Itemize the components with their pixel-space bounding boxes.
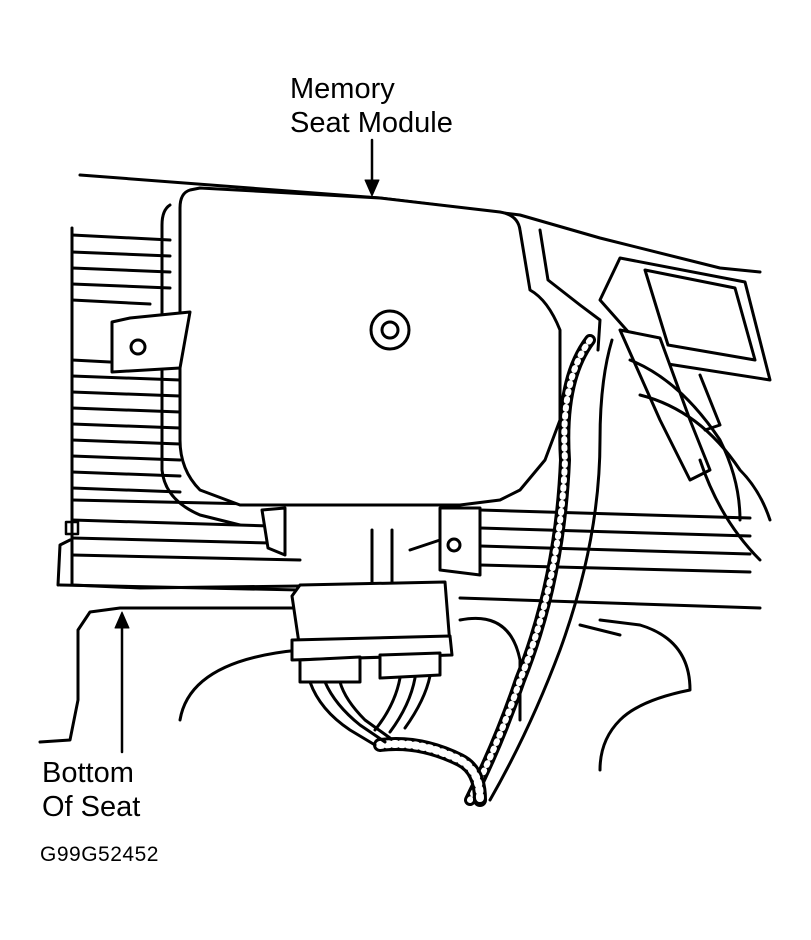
callout-bottom-of-seat: Bottom Of Seat xyxy=(42,756,140,824)
lower-connector xyxy=(290,580,454,747)
callout-memory-line2: Seat Module xyxy=(290,107,453,139)
memory-seat-module xyxy=(110,186,602,584)
callout-bottom-line1: Bottom xyxy=(42,757,134,789)
callout-memory-line1: Memory xyxy=(290,73,395,105)
figure-id: G99G52452 xyxy=(40,843,159,866)
seat-bottom-outline xyxy=(38,606,692,772)
callout-bottom-line2: Of Seat xyxy=(42,791,141,823)
right-connector xyxy=(598,256,772,482)
wiring-harness xyxy=(373,334,772,807)
callout-memory-seat-module: Memory Seat Module xyxy=(290,72,453,140)
callout-arrow-memory xyxy=(364,138,380,197)
callout-arrow-bottom xyxy=(114,611,130,754)
